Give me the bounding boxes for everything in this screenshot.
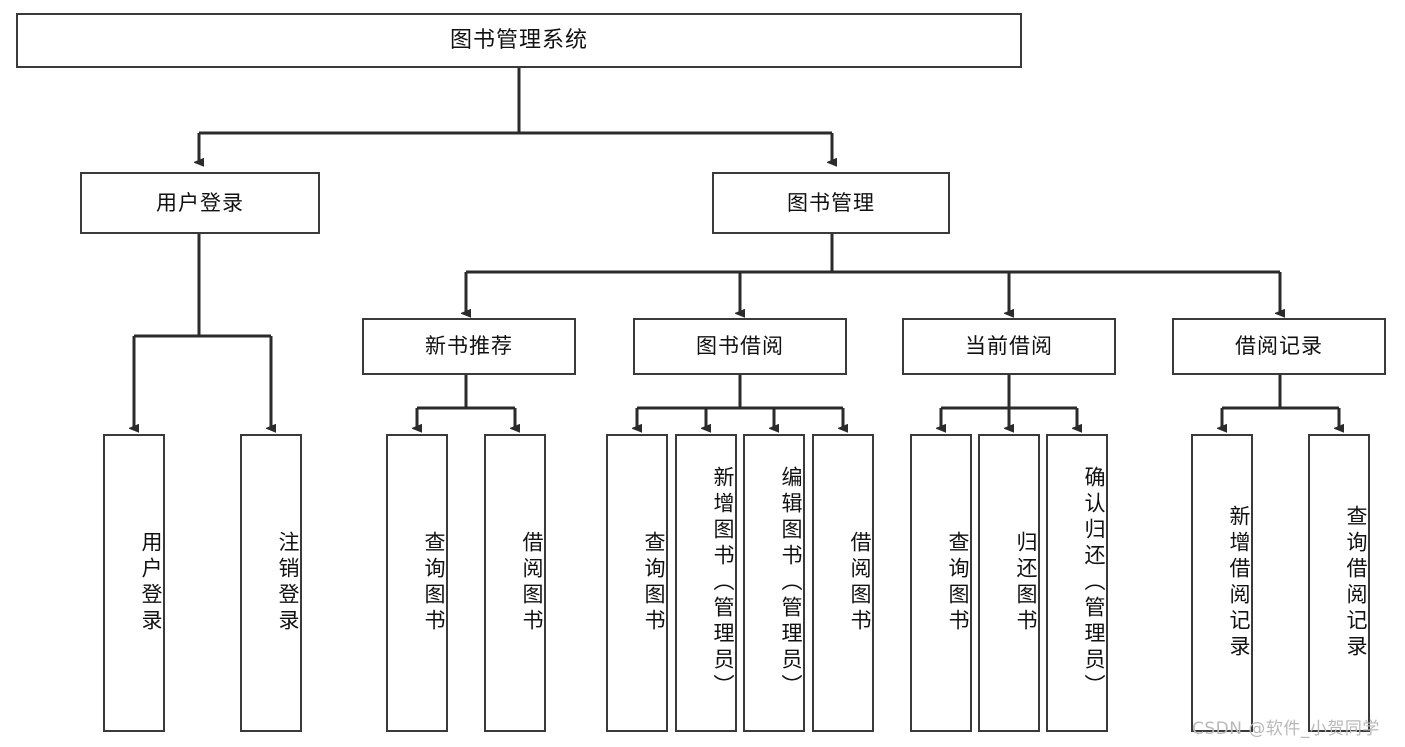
leaf-add-borrow-record[interactable]: 新增借阅记录 <box>1191 434 1253 732</box>
node-label: 新增借阅记录 <box>1227 505 1251 661</box>
leaf-edit-book-admin[interactable]: 编辑图书（管理员） <box>743 434 805 732</box>
node-label: 编辑图书（管理员） <box>779 466 803 700</box>
node-label: 用户登录 <box>139 531 163 635</box>
node-user-login[interactable]: 用户登录 <box>80 172 320 234</box>
node-borrow-record[interactable]: 借阅记录 <box>1172 318 1386 375</box>
node-label: 图书管理 <box>787 190 875 215</box>
node-book-borrow[interactable]: 图书借阅 <box>633 318 847 375</box>
node-label: 借阅图书 <box>520 531 544 635</box>
csdn-watermark: CSDN @软件_小贺同学 <box>1192 719 1380 739</box>
node-book-management[interactable]: 图书管理 <box>712 172 950 234</box>
leaf-logout[interactable]: 注销登录 <box>240 434 302 732</box>
node-label: 用户登录 <box>156 190 244 215</box>
node-label: 借阅图书 <box>848 531 872 635</box>
node-label: 图书管理系统 <box>449 27 588 53</box>
leaf-add-book-admin[interactable]: 新增图书（管理员） <box>675 434 737 732</box>
leaf-query-book-current[interactable]: 查询图书 <box>910 434 972 732</box>
node-label: 新增图书（管理员） <box>711 466 735 700</box>
leaf-query-book-recommend[interactable]: 查询图书 <box>386 434 448 732</box>
node-label: 借阅记录 <box>1235 334 1323 359</box>
node-label: 新书推荐 <box>425 334 513 359</box>
node-label: 查询图书 <box>642 531 666 635</box>
node-label: 确认归还（管理员） <box>1082 466 1106 700</box>
node-label: 查询借阅记录 <box>1344 505 1368 661</box>
node-current-borrow[interactable]: 当前借阅 <box>902 318 1116 375</box>
leaf-return-book[interactable]: 归还图书 <box>978 434 1040 732</box>
leaf-user-login[interactable]: 用户登录 <box>103 434 165 732</box>
node-label: 查询图书 <box>422 531 446 635</box>
node-label: 归还图书 <box>1014 531 1038 635</box>
node-label: 注销登录 <box>276 531 300 635</box>
node-label: 查询图书 <box>946 531 970 635</box>
leaf-query-book-borrow[interactable]: 查询图书 <box>606 434 668 732</box>
leaf-confirm-return-admin[interactable]: 确认归还（管理员） <box>1046 434 1108 732</box>
node-label: 当前借阅 <box>965 334 1053 359</box>
leaf-query-borrow-record[interactable]: 查询借阅记录 <box>1308 434 1370 732</box>
leaf-borrow-book[interactable]: 借阅图书 <box>812 434 874 732</box>
node-label: 图书借阅 <box>696 334 784 359</box>
node-new-book-recommend[interactable]: 新书推荐 <box>362 318 576 375</box>
leaf-borrow-book-recommend[interactable]: 借阅图书 <box>484 434 546 732</box>
node-root-book-management-system[interactable]: 图书管理系统 <box>16 13 1022 68</box>
